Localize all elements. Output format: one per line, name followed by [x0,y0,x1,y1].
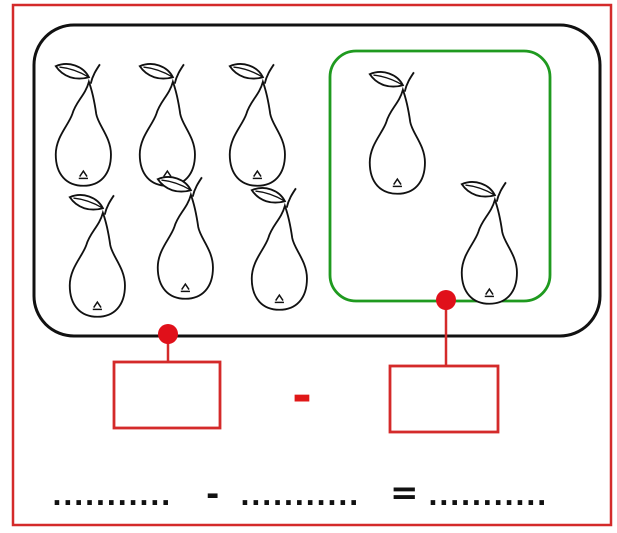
pear-icon [368,71,426,195]
pear-icon [460,181,518,305]
answer-box-total[interactable] [112,360,222,430]
pear-icon [138,63,196,187]
equation-blank-right[interactable]: ........... [428,482,548,512]
equation-blank-left[interactable]: ........... [52,482,172,512]
pear-group-box [32,23,602,338]
connector-dot-icon [158,324,178,344]
taken-away-box [328,49,552,303]
equation-blank-middle[interactable]: ........... [240,482,360,512]
pear-icon [68,194,126,318]
outer-border [11,3,613,527]
equation-minus: - [206,475,220,513]
answer-box-taken[interactable] [388,364,500,434]
pear-icon [228,63,286,187]
pear-icon [250,187,308,311]
connector-dot-icon [436,290,456,310]
equation-equals: = [390,473,419,513]
minus-operator: - [292,368,312,424]
pear-icon [54,63,112,187]
pear-icon [156,176,214,300]
